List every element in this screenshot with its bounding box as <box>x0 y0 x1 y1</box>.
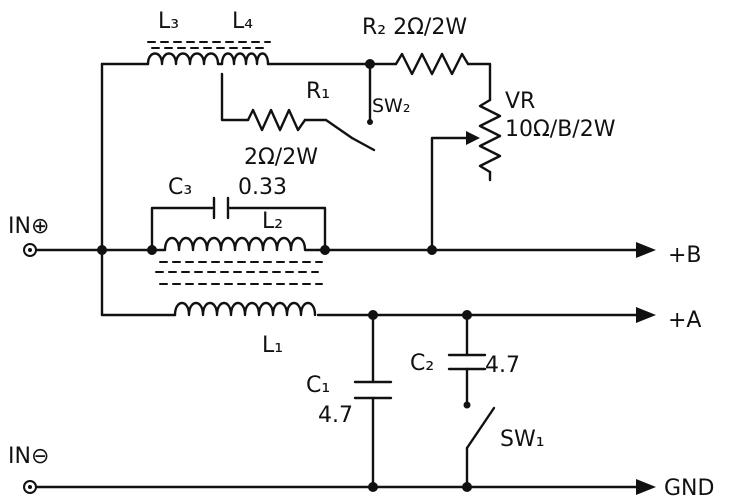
resistor-r1 <box>246 108 307 132</box>
junction-dot <box>368 482 378 492</box>
switch-sw2-blade <box>350 136 376 152</box>
junction-dot <box>97 245 107 255</box>
wire-vr-wiper <box>430 136 470 252</box>
inductor-l4 <box>220 52 270 66</box>
junction-dot <box>365 59 375 69</box>
sw1-contact-top <box>463 401 471 409</box>
label-vr-value: 10Ω/B/2W <box>505 117 616 142</box>
wiring <box>33 62 642 489</box>
label-sw2: SW₂ <box>372 95 410 117</box>
output-a-arrow <box>636 307 656 323</box>
label-c1-value: 4.7 <box>318 403 353 428</box>
wire-r1-out <box>303 118 354 140</box>
output-gnd-arrow <box>636 479 656 495</box>
wire-c3-bridge-right <box>228 206 327 252</box>
label-in-minus: IN⊖ <box>8 444 49 469</box>
vr-wiper-arrow <box>466 131 480 145</box>
inductor-l3 <box>146 52 224 66</box>
label-out-b: +B <box>668 243 702 268</box>
label-out-gnd: GND <box>664 476 714 501</box>
inductor-l1 <box>173 301 317 317</box>
switch-sw1-blade <box>465 406 496 450</box>
inductor-l2 <box>163 236 320 252</box>
input-negative-terminal-center <box>28 485 32 489</box>
resistor-r2 <box>394 52 470 76</box>
label-c3: C₃ <box>168 175 192 200</box>
junction-dot <box>147 245 157 255</box>
label-out-a: +A <box>668 308 701 333</box>
label-c3-value: 0.33 <box>238 175 287 200</box>
output-b-arrow <box>636 242 656 258</box>
label-l1: L₁ <box>262 333 283 358</box>
label-r1: R₁ <box>306 79 330 104</box>
label-l4: L₄ <box>232 9 253 34</box>
junction-dot <box>462 482 472 492</box>
junction-dot <box>368 310 378 320</box>
label-vr: VR <box>505 89 535 114</box>
label-c2-value: 4.7 <box>485 353 520 378</box>
label-sw1: SW₁ <box>500 427 545 452</box>
label-r1-value: 2Ω/2W <box>244 145 318 170</box>
sw2-contact <box>367 119 373 125</box>
wire-r2-to-vr <box>466 62 492 102</box>
wire-l3-l4-tap <box>220 72 250 122</box>
variable-resistor-vr <box>478 98 502 174</box>
label-l3: L₃ <box>158 9 179 34</box>
junction-dot <box>427 245 437 255</box>
input-positive-terminal-center <box>28 248 32 252</box>
junction-dot <box>462 310 472 320</box>
label-c1: C₁ <box>306 373 330 398</box>
label-in-plus: IN⊕ <box>8 214 49 239</box>
wire-c3-bridge <box>150 206 214 252</box>
label-l2: L₂ <box>262 209 283 234</box>
label-c2: C₂ <box>410 351 434 376</box>
junction-dot <box>320 245 330 255</box>
junctions <box>97 59 472 492</box>
label-r2: R₂ 2Ω/2W <box>362 15 467 40</box>
